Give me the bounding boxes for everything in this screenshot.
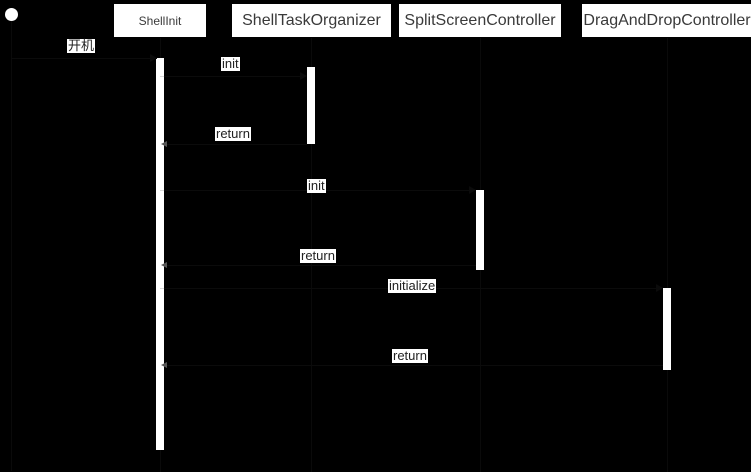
actor-lifeline [11,21,12,471]
message-label-return-shelltaskorganizer: return [215,126,251,141]
participant-header-draganddropcontroller[interactable]: DragAndDropController [581,3,751,38]
activation-bar-shellinit [156,58,164,450]
message-line-return-draganddropcontroller [164,365,663,366]
message-line-return-shelltaskorganizer [164,144,307,145]
message-line-init-shelltaskorganizer [164,76,304,77]
activation-bar-splitscreencontroller [476,190,484,270]
actor-head-icon [5,8,18,21]
participant-header-shelltaskorganizer[interactable]: ShellTaskOrganizer [231,3,392,38]
message-label-return-draganddropcontroller: return [392,348,428,363]
message-label-init-splitscreencontroller: init [307,178,326,193]
message-line-start [11,58,157,59]
message-arrowhead-init-shelltaskorganizer [300,72,307,80]
message-label-init-shelltaskorganizer: init [221,56,240,71]
message-arrowhead-init-splitscreencontroller [469,186,476,194]
participant-header-splitscreencontroller[interactable]: SplitScreenController [398,3,562,38]
message-label-initialize-draganddropcontroller: initialize [388,278,437,293]
message-line-return-splitscreencontroller [164,265,476,266]
message-label-return-splitscreencontroller: return [300,248,336,263]
message-label-start: 开机 [67,38,96,53]
message-arrowhead-return-shelltaskorganizer [161,141,167,147]
participant-label-draganddropcontroller: DragAndDropController [583,11,751,29]
activation-bar-draganddropcontroller [663,288,671,370]
participant-label-shellinit: ShellInit [138,13,182,28]
message-arrowhead-return-draganddropcontroller [161,362,167,368]
participant-label-splitscreencontroller: SplitScreenController [404,11,556,29]
lifeline-draganddropcontroller [667,38,668,472]
message-arrowhead-initialize-draganddropcontroller [656,284,663,292]
participant-label-shelltaskorganizer: ShellTaskOrganizer [242,11,381,29]
message-arrowhead-start [150,54,157,62]
participant-header-shellinit[interactable]: ShellInit [113,3,207,38]
message-arrowhead-return-splitscreencontroller [161,262,167,268]
activation-bar-shelltaskorganizer [307,67,315,144]
